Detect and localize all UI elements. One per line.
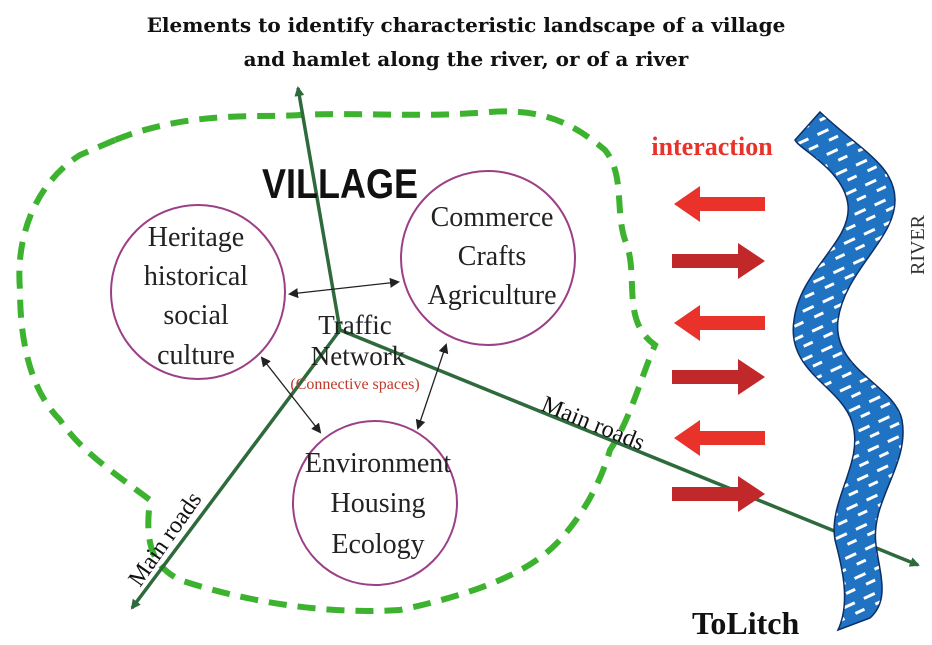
arrow-left-3 [674, 420, 765, 456]
interaction-arrows [672, 186, 765, 512]
environment-text: Environment Housing Ecology [305, 448, 451, 560]
heritage-commerce-link [288, 277, 400, 299]
heritage-circle [110, 204, 286, 380]
connective-spaces-label: (Connective spaces) [290, 376, 419, 393]
arrow-right-3 [672, 476, 765, 512]
commerce-text: Commerce Crafts Agriculture [427, 202, 556, 311]
agriculture-line: Agriculture [427, 280, 556, 311]
heritage-line: Heritage [148, 222, 244, 253]
traffic-label: Traffic [318, 310, 392, 340]
environment-line: Environment [305, 448, 451, 479]
diagram-title-line1: Elements to identify characteristic land… [147, 13, 786, 37]
interaction-label: interaction [651, 132, 773, 161]
river [792, 110, 904, 632]
village-label: VILLAGE [262, 161, 418, 207]
housing-line: Housing [331, 488, 426, 519]
crafts-line: Crafts [458, 241, 526, 272]
culture-line: culture [157, 340, 235, 371]
historical-line: historical [144, 261, 248, 292]
social-line: social [163, 300, 229, 331]
river-label: RIVER [907, 214, 929, 275]
arrow-right-1 [672, 243, 765, 279]
credit-label: ToLitch [692, 605, 800, 641]
heritage-text: Heritage historical social culture [144, 222, 248, 371]
diagram-title-line2: and hamlet along the river, or of a rive… [244, 47, 689, 71]
network-label: Network [311, 341, 406, 371]
main-road-north [294, 86, 342, 331]
commerce-environment-link [415, 343, 449, 430]
arrow-right-2 [672, 359, 765, 395]
ecology-line: Ecology [331, 529, 424, 560]
arrow-left-1 [674, 186, 765, 222]
commerce-line: Commerce [431, 202, 554, 233]
environment-circle [292, 420, 458, 586]
village-boundary [16, 108, 659, 614]
arrow-left-2 [674, 305, 765, 341]
heritage-environment-link [260, 356, 322, 434]
commerce-circle [400, 170, 576, 346]
main-roads-left-label: Main roads [124, 488, 208, 592]
